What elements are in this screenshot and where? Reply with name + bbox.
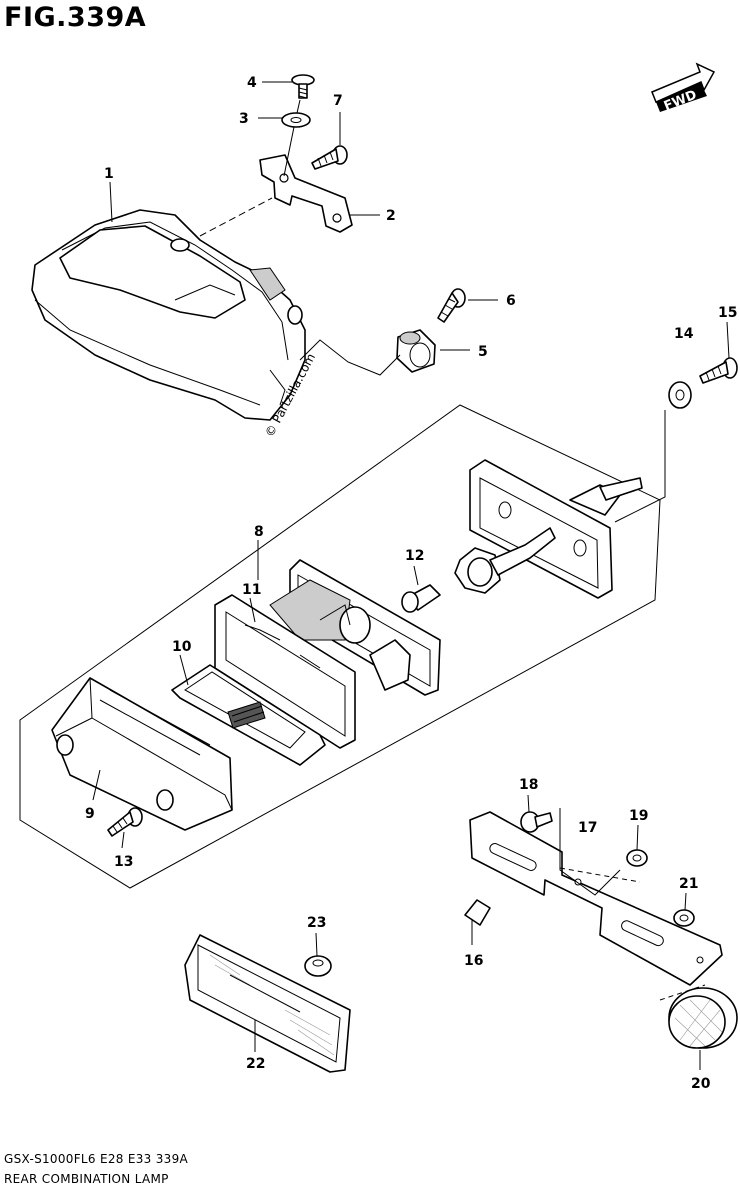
round-reflector-20 [668,987,738,1049]
lamp-bracket [259,154,353,233]
clip-16 [464,899,491,926]
figure-title: FIG.339A [4,2,147,33]
screw-13 [107,807,143,837]
nut-19 [626,849,648,867]
nut-21 [673,909,695,927]
callout-23: 23 [307,915,326,931]
callout-9: 9 [85,806,95,822]
model-code-footer: GSX-S1000FL6 E28 E33 339A [4,1152,189,1166]
reflector-bracket-17 [469,811,723,986]
fwd-arrow-icon: FWD [651,62,716,114]
callout-7: 7 [333,93,343,109]
screw-4 [291,74,315,99]
callout-10: 10 [172,639,192,655]
lamp-base-plate [469,459,643,599]
callout-17: 17 [578,820,597,836]
lens-9 [51,677,233,831]
callout-leaders [92,81,730,1070]
callout-15: 15 [718,305,737,321]
tail-lamp-housing [31,209,306,421]
callout-12: 12 [405,548,424,564]
rectangular-reflector-22 [184,934,351,1073]
callout-3: 3 [239,111,249,127]
washer-3 [281,112,311,128]
callout-20: 20 [691,1076,711,1092]
callout-11: 11 [242,582,261,598]
callout-8: 8 [254,524,264,540]
lamp-unit-housing [269,559,441,696]
callout-19: 19 [629,808,648,824]
callout-18: 18 [519,777,538,793]
nut-23 [304,955,332,977]
callout-6: 6 [506,293,516,309]
screw-7 [311,145,348,170]
screw-18 [520,811,553,833]
callout-20-21-group: 21 [679,876,698,892]
grommet-5 [396,329,436,373]
screw-15 [699,357,738,384]
reflector-plate-10 [171,664,326,766]
callout-22: 22 [246,1056,265,1072]
callout-5: 5 [478,344,488,360]
callout-16: 16 [464,953,483,969]
assembly-8-outline [19,404,661,889]
callout-14: 14 [674,326,694,342]
callout-2: 2 [386,208,396,224]
callout-13: 13 [114,854,133,870]
screw-6 [437,288,466,323]
washer-14 [668,381,692,409]
assembly-name-footer: REAR COMBINATION LAMP [4,1172,169,1186]
bulb-socket-12 [401,527,556,613]
callout-labels: 1 2 3 4 5 6 7 8 9 10 11 12 13 14 15 16 1… [85,75,737,1092]
callout-1: 1 [104,166,114,182]
callout-4: 4 [247,75,257,91]
